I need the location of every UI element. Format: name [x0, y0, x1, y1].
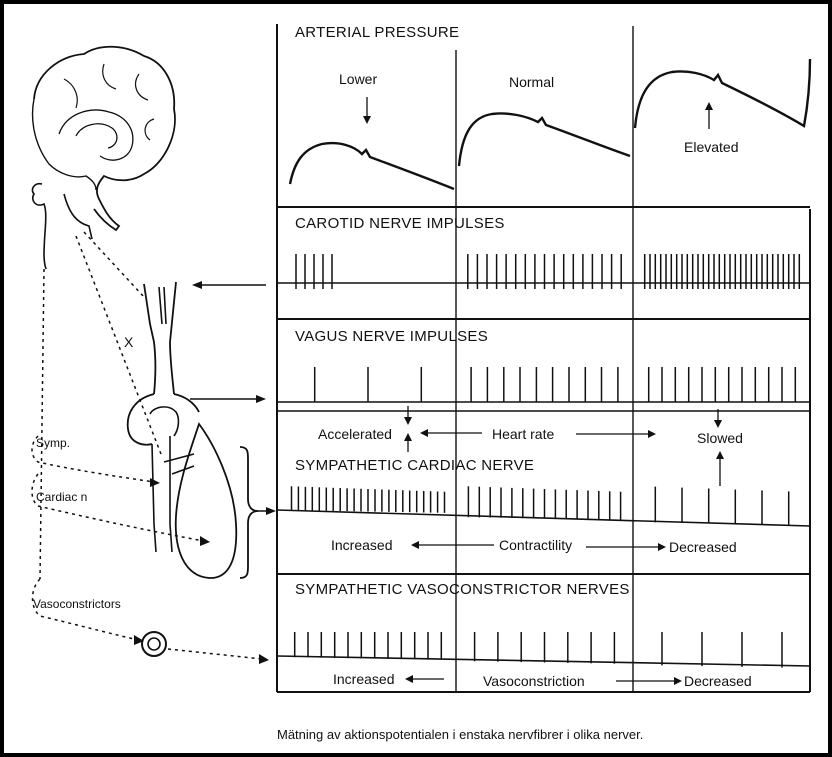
contractility-decreased: Decreased	[669, 539, 737, 555]
figure-caption: Mätning av aktionspotentialen i enstaka …	[277, 727, 643, 742]
panel-title-vasoconstrictor: SYMPATHETIC VASOCONSTRICTOR NERVES	[295, 581, 630, 598]
contractility-label: Contractility	[499, 537, 572, 553]
carotid-aorta	[126, 281, 200, 553]
heart-rate-arrows	[404, 406, 724, 486]
label-cardiac-n: Cardiac n	[36, 490, 87, 504]
spike-trains	[290, 254, 801, 668]
panel-grid	[276, 24, 811, 693]
heart-rate-label: Heart rate	[492, 426, 554, 442]
heart-brace	[239, 446, 259, 579]
panel-title-vagus: VAGUS NERVE IMPULSES	[295, 328, 488, 345]
vasoconstriction-arrows	[405, 675, 682, 685]
panel-title-sympathetic-cardiac: SYMPATHETIC CARDIAC NERVE	[295, 457, 534, 474]
figure-frame: ARTERIAL PRESSURE CAROTID NERVE IMPULSES…	[4, 4, 828, 753]
label-vasoconstrictors: Vasoconstrictors	[33, 597, 121, 611]
vessel-ring	[141, 631, 167, 657]
pressure-label-elevated: Elevated	[684, 139, 738, 155]
label-symp: Symp.	[36, 436, 70, 450]
panel-title-carotid: CAROTID NERVE IMPULSES	[295, 215, 505, 232]
brain-illustration	[31, 45, 176, 270]
vasoconstriction-decreased: Decreased	[684, 673, 752, 689]
pressure-label-lower: Lower	[339, 71, 377, 87]
pressure-arrows	[363, 97, 713, 129]
label-nerve-x: X	[124, 334, 134, 350]
contractility-increased: Increased	[331, 537, 392, 553]
heart-rate-slowed: Slowed	[697, 430, 743, 446]
heart-rate-accelerated: Accelerated	[318, 426, 392, 442]
connector-arrows	[190, 281, 276, 515]
baroreflex-diagram: ARTERIAL PRESSURE CAROTID NERVE IMPULSES…	[31, 24, 812, 742]
pressure-label-normal: Normal	[509, 74, 554, 90]
contractility-arrows	[411, 541, 666, 551]
heart-illustration	[163, 422, 238, 579]
pressure-waveforms	[288, 58, 812, 191]
vasoconstriction-label: Vasoconstriction	[483, 673, 585, 689]
panel-title-arterial-pressure: ARTERIAL PRESSURE	[295, 24, 459, 41]
pathway-arrowheads	[134, 478, 269, 664]
vasoconstriction-increased: Increased	[333, 671, 394, 687]
nerve-pathways	[31, 231, 263, 660]
